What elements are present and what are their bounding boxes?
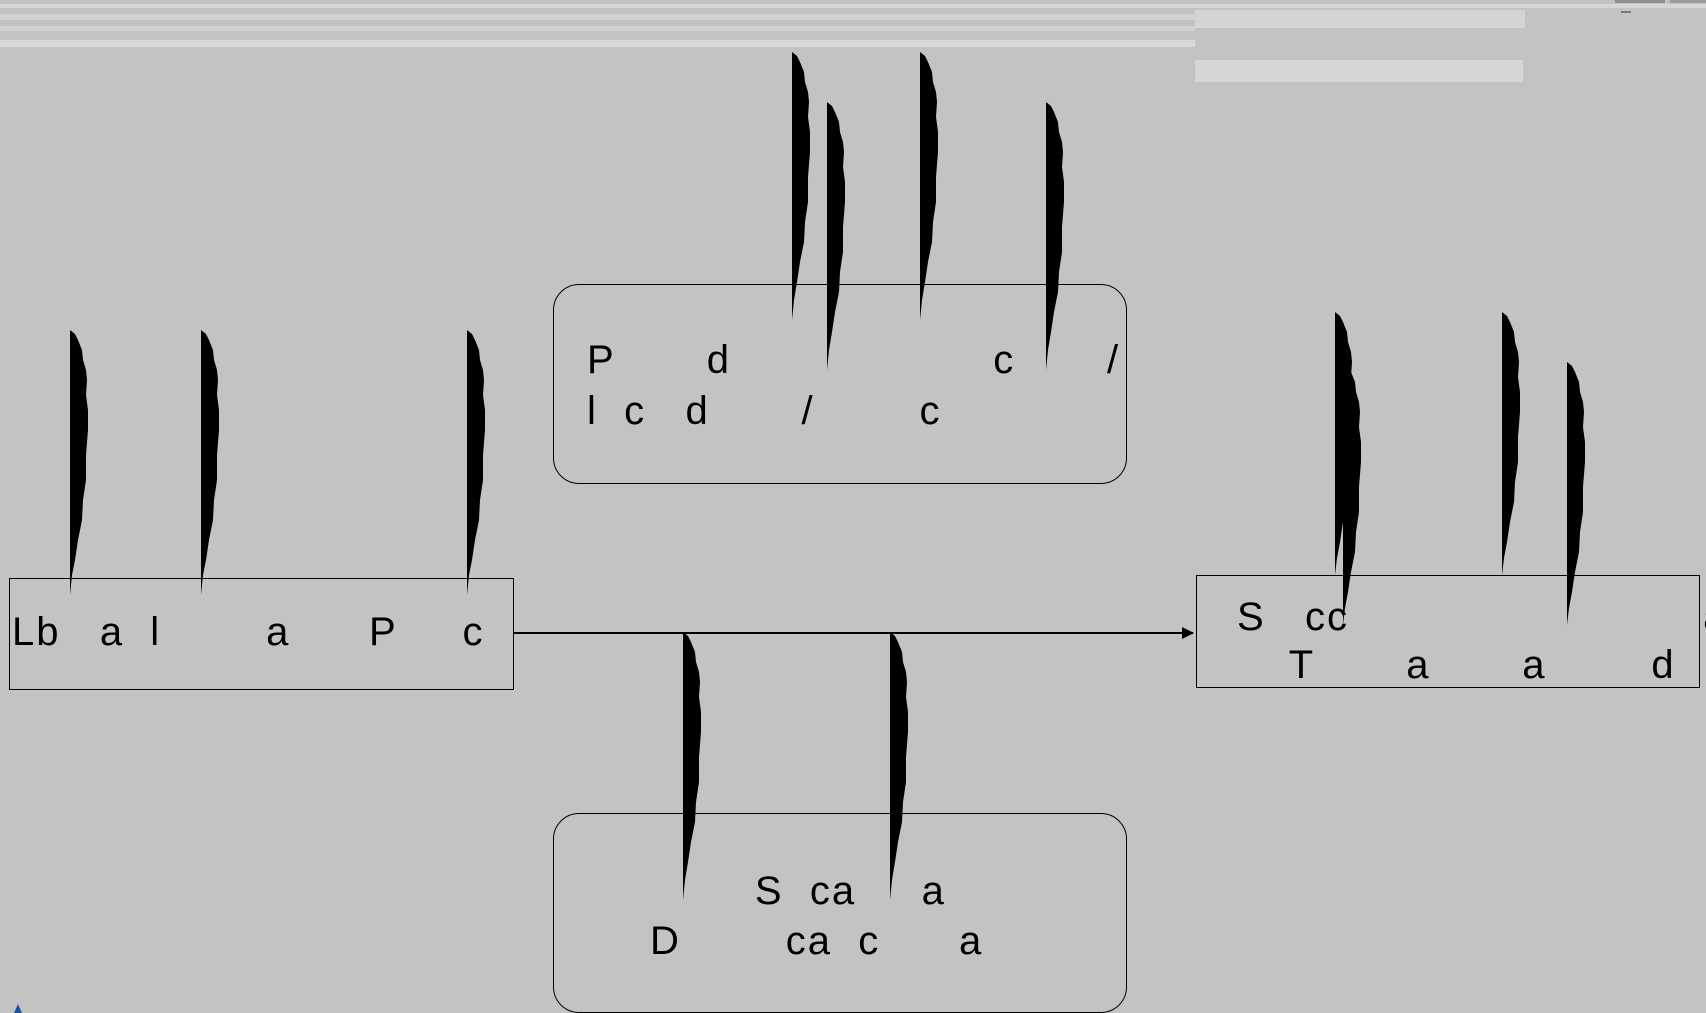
node-top[interactable]: P d c / l c d / c <box>553 284 1127 484</box>
node-bottom[interactable]: S ca a D ca c a <box>553 813 1127 1013</box>
stroke-artifact <box>70 330 88 595</box>
header-stripe <box>1195 60 1523 82</box>
stroke-artifact <box>792 52 810 320</box>
header-stripe <box>0 26 1195 31</box>
stroke-artifact <box>1046 102 1064 370</box>
stroke-artifact <box>201 330 219 595</box>
node-left-label-line-1: Lb a l a P c <box>12 610 485 654</box>
header-stripe <box>0 14 1195 20</box>
glyph-artifacts <box>70 52 1585 900</box>
node-right[interactable]: S cc a T a a d <box>1196 575 1706 688</box>
node-top-label-line-1: P d c / <box>587 338 1121 382</box>
header-stripe <box>0 40 1195 47</box>
stroke-artifact <box>683 632 701 900</box>
stroke-artifact <box>1567 362 1585 625</box>
node-left[interactable]: Lb a l a P c <box>9 578 514 690</box>
node-bottom-label-line-1: S ca a <box>650 869 946 913</box>
stroke-artifact <box>467 330 485 595</box>
window-control[interactable] <box>1621 11 1631 13</box>
node-right-label-line-2: T a a d <box>1237 643 1676 687</box>
stroke-artifact <box>827 102 845 370</box>
corner-mark-icon <box>14 1004 22 1013</box>
window-header-strip <box>0 0 1706 82</box>
stroke-artifact <box>1343 362 1361 625</box>
stroke-artifact <box>920 52 938 320</box>
stroke-artifact <box>1502 312 1520 575</box>
header-stripe <box>0 4 1706 8</box>
stroke-artifact <box>890 632 908 900</box>
window-control[interactable] <box>1670 0 1706 3</box>
node-top-label-line-2: l c d / c <box>587 389 942 433</box>
node-bottom-label-line-2: D ca c a <box>650 919 984 963</box>
window-control[interactable] <box>1615 0 1665 3</box>
header-stripe <box>1195 10 1525 28</box>
node-right-label-line-1: S cc a <box>1237 595 1706 639</box>
